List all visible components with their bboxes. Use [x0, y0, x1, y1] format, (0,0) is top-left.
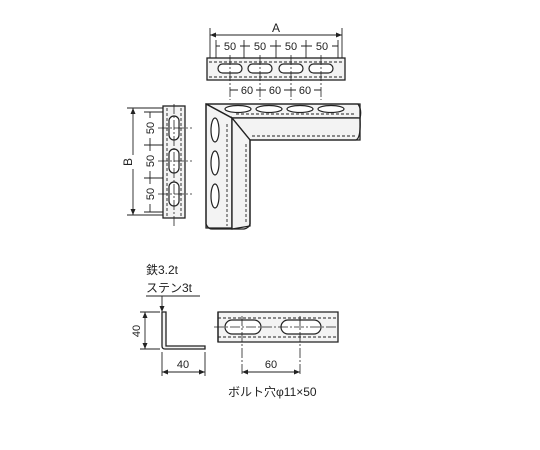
- dim-50-side-3: 50: [145, 188, 157, 200]
- top-view: A 50 50 50 50 60 60 60: [206, 21, 346, 100]
- plate-detail-view: 60 ボルト穴φ11×50: [214, 311, 339, 399]
- material-stainless: ステン3t: [146, 281, 193, 295]
- dim-50-top-1: 50: [224, 41, 236, 53]
- dim-50-top-3: 50: [285, 41, 297, 53]
- dim-50-top-2: 50: [254, 41, 266, 53]
- dim-60-top-2: 60: [269, 85, 281, 97]
- side-view: B 50 50 50: [121, 104, 192, 226]
- dim-a-label: A: [272, 21, 280, 35]
- section-view: 鉄3.2t ステン3t 40 40: [131, 262, 206, 376]
- material-iron: 鉄3.2t: [146, 262, 179, 277]
- dim-50-side-1: 50: [145, 122, 157, 134]
- bolt-hole-note: ボルト穴φ11×50: [228, 384, 317, 399]
- dim-40-width: 40: [177, 359, 189, 371]
- dim-60-top-3: 60: [299, 85, 311, 97]
- dim-50-top-4: 50: [316, 41, 328, 53]
- dim-b-label: B: [121, 158, 135, 166]
- dim-60-top-1: 60: [241, 85, 253, 97]
- isometric-view: [205, 102, 362, 230]
- dim-40-height: 40: [131, 325, 143, 337]
- dim-50-side-2: 50: [145, 155, 157, 167]
- dim-60-section: 60: [265, 359, 277, 371]
